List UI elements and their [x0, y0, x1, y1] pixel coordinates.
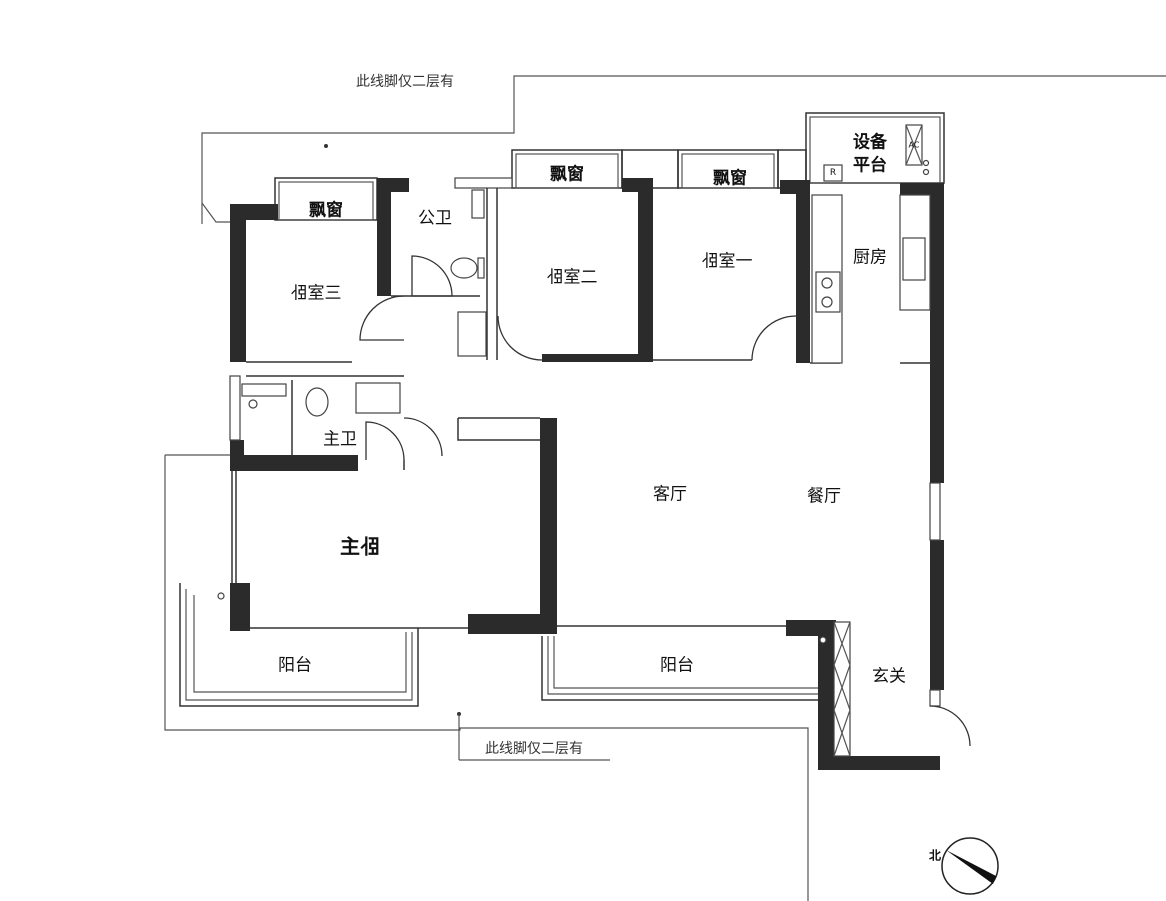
room-kitchen: 厨房 — [853, 247, 887, 268]
fridge-label: R — [829, 168, 837, 178]
shoe-cabinet — [833, 621, 851, 757]
room-dining: 餐厅 — [807, 486, 841, 507]
equipment-platform — [805, 112, 945, 184]
compass — [941, 837, 999, 895]
room-balcony-left: 阳台 — [278, 655, 312, 676]
room-equipment-line2: 平台 — [853, 155, 887, 176]
bay-window-label-1: 飘窗 — [309, 200, 343, 221]
room-bedroom-1: 卧室一 — [701, 251, 753, 272]
room-master-bath: 主卫 — [323, 429, 357, 450]
compass-north-label: 北 — [928, 848, 942, 863]
room-entrance: 玄关 — [872, 666, 906, 687]
room-bedroom-2: 卧室二 — [546, 267, 598, 288]
room-master-bedroom: 主卧 — [340, 534, 380, 559]
ac-unit-label: AC — [908, 140, 920, 150]
note-top: 此线脚仅二层有 — [356, 74, 454, 90]
room-balcony-right: 阳台 — [660, 655, 694, 676]
bath-fixtures — [241, 189, 487, 417]
bay-window-label-2: 飘窗 — [550, 164, 584, 185]
kitchen-counters — [811, 194, 931, 364]
room-equipment-line1: 设备 — [853, 132, 887, 153]
partitions — [229, 188, 941, 707]
second-floor-outline — [164, 75, 1166, 901]
walls — [230, 178, 944, 770]
room-living: 客厅 — [653, 484, 687, 505]
bay-window-label-3: 飘窗 — [713, 168, 747, 189]
balconies — [179, 583, 827, 707]
bay-windows — [274, 149, 807, 221]
doors — [359, 255, 971, 747]
room-public-bath: 公卫 — [418, 208, 452, 229]
note-bottom: 此线脚仅二层有 — [485, 741, 583, 757]
room-bedroom-3: 卧室三 — [290, 283, 342, 304]
